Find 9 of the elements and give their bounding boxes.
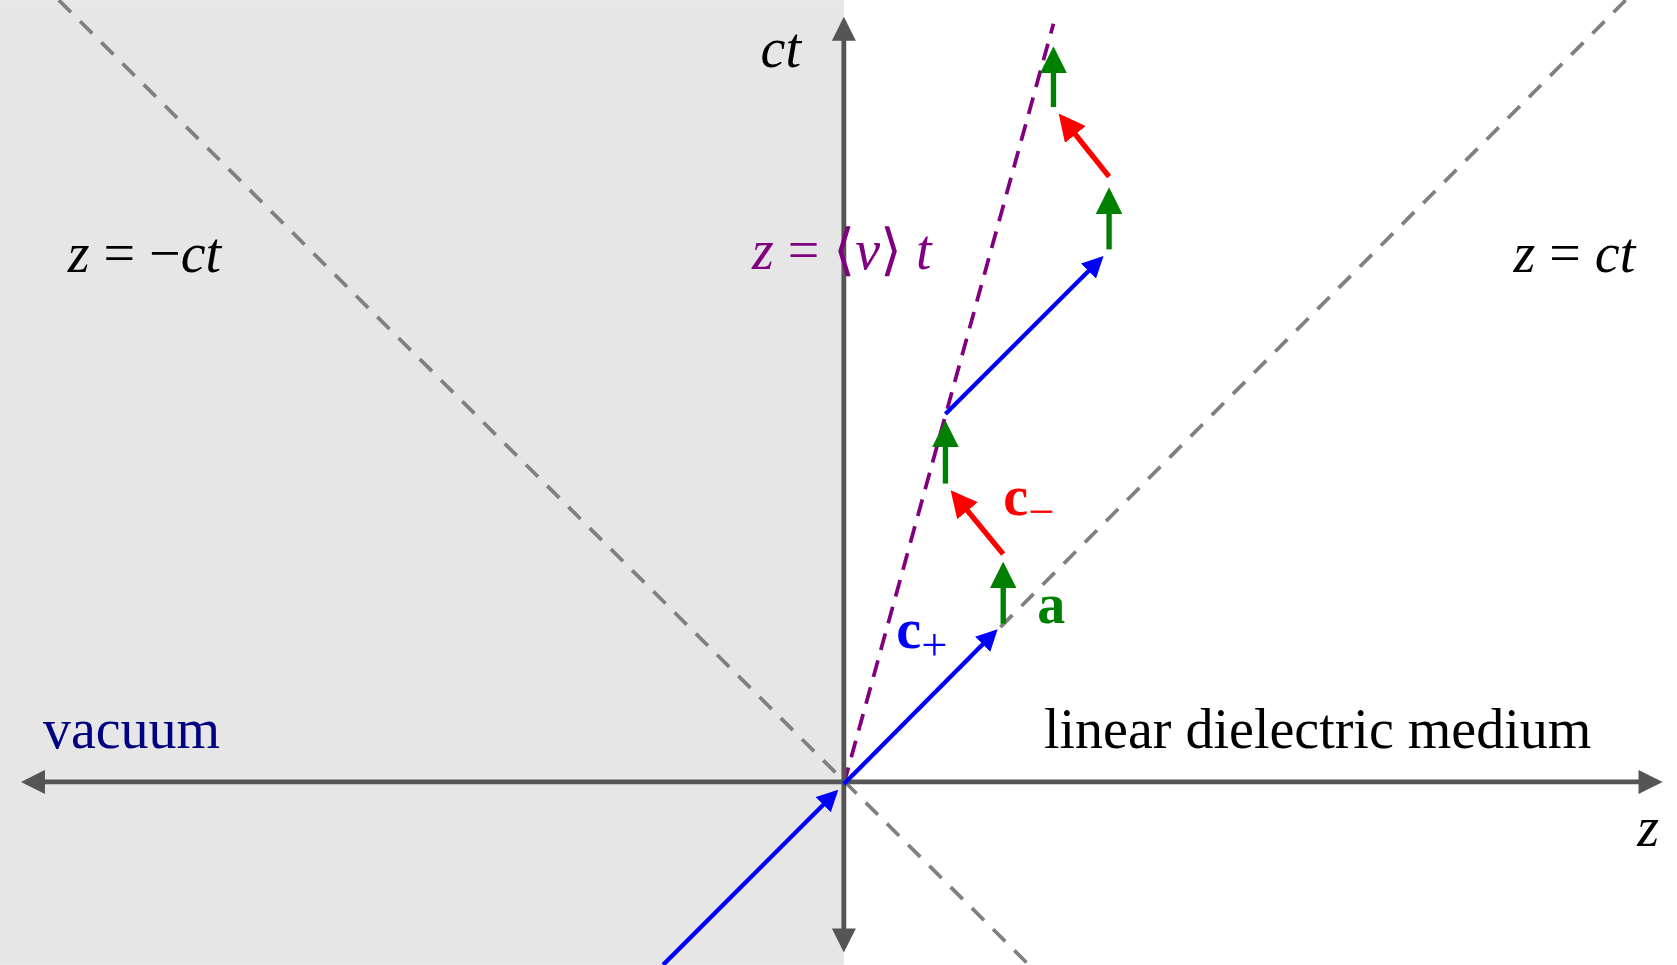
region-label: linear dielectric medium	[1044, 701, 1592, 758]
vector-label: c$_{+}$	[896, 600, 948, 668]
equation-label: z = −ct	[67, 225, 222, 282]
axis-label: z	[1637, 798, 1659, 855]
vector-label: c$_{−}$	[1003, 467, 1055, 534]
vector-label: a	[1037, 576, 1066, 633]
equation-label: z = ct	[1513, 225, 1636, 282]
axis-label: ct	[760, 20, 801, 77]
region-label: vacuum	[42, 701, 221, 758]
